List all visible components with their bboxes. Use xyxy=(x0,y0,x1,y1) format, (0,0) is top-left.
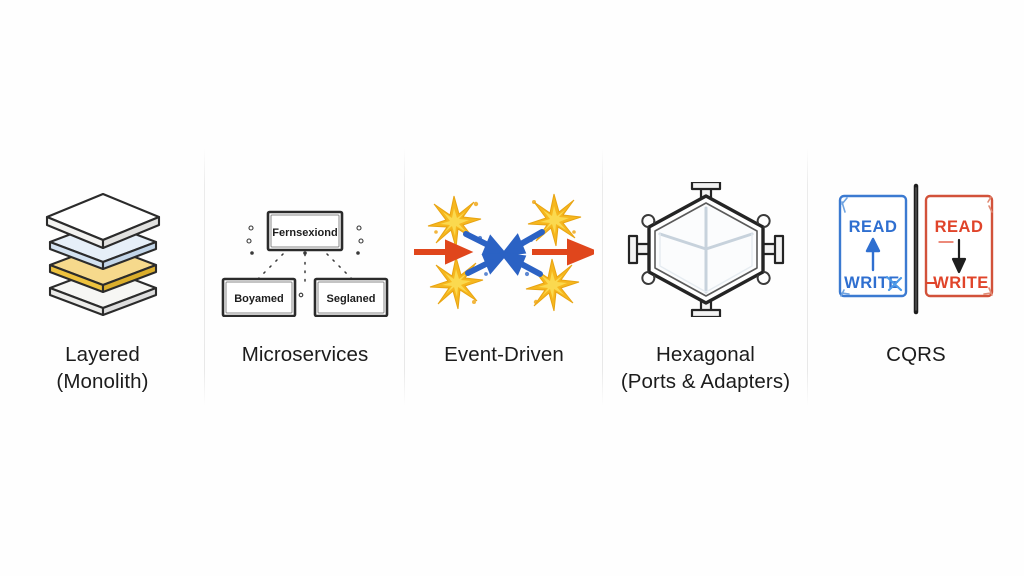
panel-cqrs[interactable]: READ WRITE xyxy=(808,148,1024,406)
hexagon-ports-icon xyxy=(626,182,786,317)
panel-divider xyxy=(807,148,808,406)
cqrs-split-icon: READ WRITE xyxy=(831,182,1001,317)
event-burst-icon xyxy=(414,182,594,317)
panel-hexagonal[interactable]: Hexagonal (Ports & Adapters) xyxy=(603,148,808,406)
svg-text:WRITE: WRITE xyxy=(933,274,989,292)
svg-text:Boyamed: Boyamed xyxy=(234,293,284,305)
panel-divider xyxy=(204,148,205,406)
svg-text:Seglaned: Seglaned xyxy=(327,293,376,305)
panel-caption-microservices: Microservices xyxy=(241,343,369,366)
svg-text:READ: READ xyxy=(935,218,984,236)
stacked-layers-icon xyxy=(28,182,178,317)
panel-divider xyxy=(404,148,405,406)
panel-layered-monolith[interactable]: Layered (Monolith) xyxy=(0,148,205,406)
svg-text:READ: READ xyxy=(849,218,898,236)
service-boxes-icon: Fernsexiond Boyamed Seglaned xyxy=(221,182,389,317)
svg-text:WRITE: WRITE xyxy=(844,274,900,292)
panel-microservices[interactable]: Fernsexiond Boyamed Seglaned xyxy=(205,148,405,406)
panel-caption-hexagonal: Hexagonal (Ports & Adapters) xyxy=(620,343,791,394)
svg-text:Fernsexiond: Fernsexiond xyxy=(272,227,337,239)
panel-caption-cqrs: CQRS xyxy=(886,343,946,366)
panel-caption-layered: Layered (Monolith) xyxy=(56,343,149,394)
panel-event-driven[interactable]: Event-Driven xyxy=(405,148,603,406)
panel-strip: Layered (Monolith) xyxy=(0,148,1024,406)
panel-divider xyxy=(602,148,603,406)
panel-caption-event-driven: Event-Driven xyxy=(444,343,564,366)
